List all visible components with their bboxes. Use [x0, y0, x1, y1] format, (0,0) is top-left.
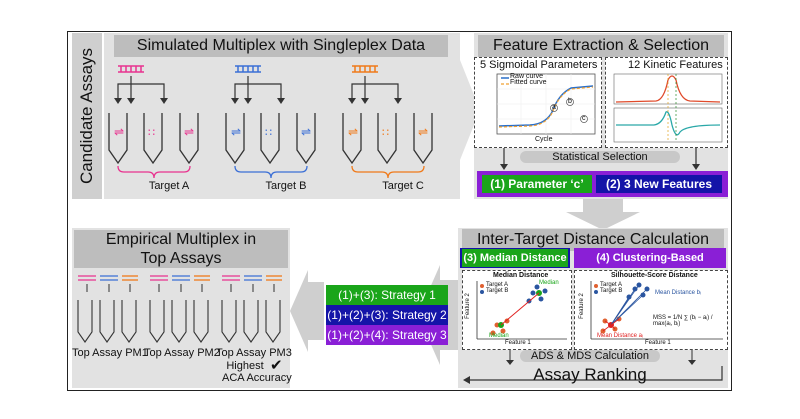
- target-a-probe-icon: [118, 65, 144, 73]
- empirical-title: Empirical Multiplex in Top Assays: [74, 230, 288, 268]
- kinetic-title: 12 Kinetic Features: [628, 59, 723, 71]
- strategy-3: (1)+(2)+(4): Strategy 3: [326, 325, 448, 345]
- legend-fit: Fitted curve: [510, 79, 547, 86]
- svg-text:∷: ∷: [148, 127, 155, 139]
- sil-feature2: Feature 2: [578, 293, 585, 319]
- sim-title: Simulated Multiplex with Singleplex Data: [114, 35, 448, 57]
- xlabel-cycle: Cycle: [535, 136, 553, 143]
- pm1-group: [77, 275, 138, 343]
- svg-text:⇌: ⇌: [348, 125, 358, 139]
- letter-a: a: [552, 104, 556, 111]
- checkmark-icon: ✔: [270, 357, 283, 374]
- median-legend-a: Target A: [486, 282, 509, 288]
- silhouette-plot-panel: Silhouette-Score Distance Target A Targe…: [574, 270, 728, 350]
- median-plot-panel: Median Distance Target A Target B Median…: [462, 270, 572, 350]
- kinetic-panel: 12 Kinetic Features: [605, 57, 728, 148]
- sigmoid-plot: [496, 73, 596, 135]
- target-c-probe-icon: [352, 65, 378, 73]
- pm2-label: Top Assay PM2: [144, 347, 220, 359]
- pm3-label: Top Assay PM3: [216, 347, 292, 359]
- svg-text:⇌: ⇌: [418, 125, 428, 139]
- sigmoid-panel: 5 Sigmoidal Parameters Raw curve Fitted …: [474, 57, 602, 148]
- sil-feature1: Feature 1: [645, 340, 671, 346]
- median-point-upper: Median: [539, 280, 559, 286]
- sigmoid-title: 5 Sigmoidal Parameters: [480, 59, 598, 71]
- letter-b: b: [568, 98, 572, 105]
- mean-distance-a: Mean Distance aᵢ: [597, 333, 643, 339]
- silhouette-scatter: [590, 281, 723, 340]
- param-c-pill: (1) Parameter ‘c’: [482, 175, 592, 193]
- strategy-2: (1)+(2)+(3): Strategy 2: [326, 305, 448, 325]
- sim-diagram: ⇌ ∷ ⇌ ⇌ ∷ ⇌ ⇌ ∷ ⇌: [108, 65, 433, 179]
- highest-label: Highest: [226, 360, 264, 372]
- new-features-pill: (2) 3 New Features: [596, 175, 722, 193]
- strategy-1: (1)+(3): Strategy 1: [326, 285, 448, 305]
- median-legend-b: Target B: [486, 288, 509, 294]
- median-plot-title: Median Distance: [493, 272, 549, 279]
- distance-title: Inter-Target Distance Calculation: [462, 229, 724, 251]
- svg-text:∷: ∷: [382, 127, 389, 139]
- mean-distance-b: Mean Distance bᵢ: [655, 290, 701, 296]
- sil-legend-a: Target A: [600, 282, 623, 288]
- target-a-group: ⇌ ∷ ⇌: [108, 65, 199, 179]
- sil-plot-title: Silhouette-Score Distance: [611, 272, 698, 279]
- svg-text:⇌: ⇌: [301, 125, 311, 139]
- candidate-assays-text: Candidate Assays: [77, 47, 96, 185]
- target-b-probe-icon: [235, 65, 261, 73]
- target-c-group: ⇌ ∷ ⇌: [342, 65, 433, 179]
- empirical-title-line2: Top Assays: [140, 250, 222, 267]
- mss-formula: MSS = 1/N ∑ (bᵢ − aᵢ) / max(aᵢ, bᵢ): [653, 315, 713, 327]
- letter-c: c: [582, 115, 586, 122]
- pm3-group: [221, 275, 282, 343]
- median-feature1: Feature 1: [505, 340, 531, 346]
- median-distance-label: (3) Median Distance: [462, 249, 568, 267]
- target-b-label: Target B: [265, 180, 307, 192]
- aca-accuracy-label: ACA Accuracy: [222, 372, 292, 384]
- empirical-diagram: [77, 275, 282, 343]
- pm1-label: Top Assay PM1: [72, 347, 148, 359]
- assay-ranking-label: Assay Ranking: [533, 365, 647, 384]
- ads-mds-label: ADS & MDS Calculation: [520, 350, 660, 362]
- median-point-lower: Median: [489, 333, 509, 339]
- stat-selection-label: Statistical Selection: [520, 151, 680, 163]
- target-c-label: Target C: [382, 180, 424, 192]
- svg-text:⇌: ⇌: [184, 125, 194, 139]
- target-b-group: ⇌ ∷ ⇌: [225, 65, 316, 179]
- cluster-distance-label: (4) Clustering-Based Distance: [574, 248, 726, 284]
- feature-title: Feature Extraction & Selection: [478, 35, 724, 57]
- pm2-group: [149, 275, 210, 343]
- ranking-arrows: [463, 350, 723, 384]
- sil-legend-b: Target B: [600, 288, 623, 294]
- svg-text:⇌: ⇌: [114, 125, 124, 139]
- empirical-title-line1: Empirical Multiplex in: [105, 231, 257, 248]
- svg-text:∷: ∷: [265, 127, 272, 139]
- candidate-assays-label: Candidate Assays: [72, 33, 102, 199]
- target-a-label: Target A: [148, 180, 190, 192]
- median-scatter: [476, 281, 567, 340]
- panel-down-arrows: [500, 148, 700, 170]
- legend-raw: Raw curve: [510, 73, 544, 80]
- median-feature2: Feature 2: [464, 293, 471, 319]
- svg-text:⇌: ⇌: [231, 125, 241, 139]
- kinetic-plot: [613, 73, 723, 143]
